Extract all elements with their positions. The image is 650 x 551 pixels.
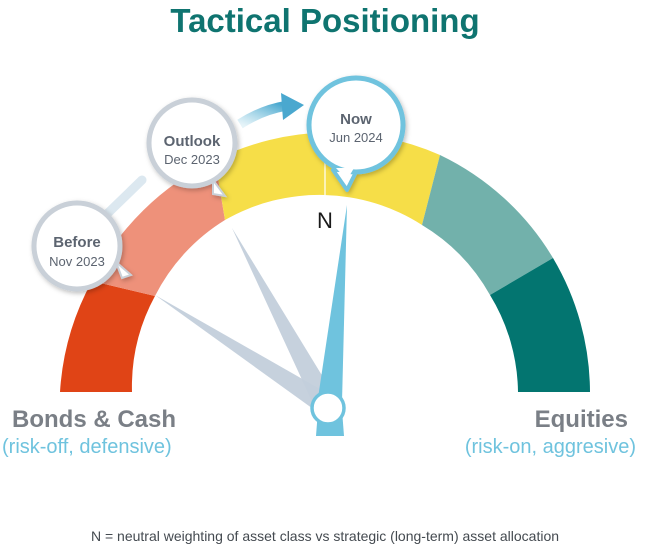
- bubble-outlook: [146, 97, 238, 198]
- footnote: N = neutral weighting of asset class vs …: [90, 528, 560, 544]
- bubble-before-date: Nov 2023: [49, 254, 105, 269]
- bubble-now-date: Jun 2024: [329, 130, 383, 145]
- progress-arrow-before-outlook: [103, 175, 147, 218]
- arrow-head-icon: [281, 93, 304, 120]
- segment-underweight-equities: [92, 160, 225, 296]
- segment-bonds-cash: [60, 281, 155, 392]
- bubble-outlook-label: Outlook: [164, 133, 221, 150]
- page-title: Tactical Positioning: [170, 2, 480, 39]
- bubble-outlook-date: Dec 2023: [164, 152, 220, 167]
- equities-label: Equities: [534, 406, 628, 433]
- bubble-before-label: Before: [53, 234, 101, 251]
- bubble-now: [306, 75, 406, 192]
- bubble-before: [31, 200, 133, 292]
- bonds-cash-label: Bonds & Cash: [12, 406, 177, 433]
- needle-hub: [310, 390, 346, 426]
- needle-outlook: [232, 228, 337, 410]
- bonds-cash-subtitle: (risk-off, defensive): [2, 436, 172, 458]
- needle-before: [155, 295, 334, 411]
- neutral-marker: N: [317, 208, 333, 233]
- segment-overweight-equities: [422, 155, 553, 295]
- bubble-now-label: Now: [340, 111, 372, 128]
- equities-subtitle: (risk-on, aggresive): [464, 436, 636, 458]
- needle-now: [318, 205, 347, 402]
- progress-arrow-outlook-now: [237, 101, 286, 129]
- segment-equities: [490, 258, 590, 392]
